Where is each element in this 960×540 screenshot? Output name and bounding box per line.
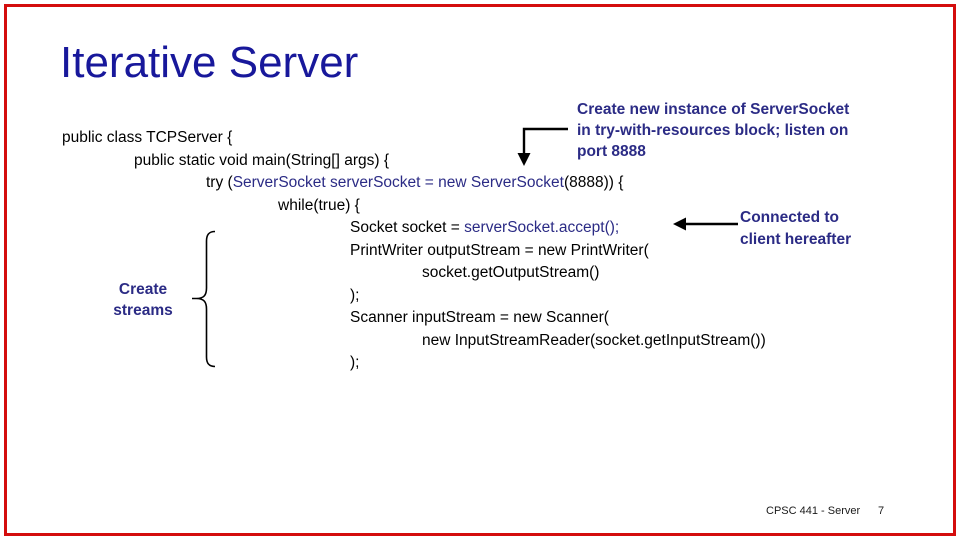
code-line: Scanner inputStream = new Scanner( xyxy=(62,307,782,330)
footer-course-label: CPSC 441 - Server xyxy=(766,505,861,517)
code-line: new InputStreamReader(socket.getInputStr… xyxy=(62,330,782,353)
code-segment: (8888)) { xyxy=(563,174,624,191)
code-line: public class TCPServer { xyxy=(62,127,782,150)
footer-page-number: 7 xyxy=(878,505,885,517)
code-segment: while(true) { xyxy=(278,196,360,214)
code-line: Socket socket = serverSocket.accept(); xyxy=(62,217,782,240)
callout-line: Create xyxy=(118,281,168,298)
callout-line: Create new instance of ServerSocket xyxy=(577,101,850,118)
code-line: ); xyxy=(62,352,782,375)
code-segment: public class TCPServer { xyxy=(62,129,233,146)
callout-connected-note: Connected to client hereafter xyxy=(740,207,851,251)
code-line: while(true) { xyxy=(62,195,782,218)
code-segment: serverSocket.accept(); xyxy=(464,219,620,236)
code-segment: public static void main(String[] args) { xyxy=(134,151,389,169)
code-segment: Socket socket = xyxy=(350,219,465,236)
callout-line: streams xyxy=(113,302,173,319)
callout-line: Connected to xyxy=(740,209,840,226)
code-line: ); xyxy=(62,285,782,308)
code-line: try (ServerSocket serverSocket = new Ser… xyxy=(62,172,782,195)
code-segment: new InputStreamReader(socket.getInputStr… xyxy=(422,331,766,349)
code-segment: Scanner inputStream = new Scanner( xyxy=(350,309,609,326)
callout-serversocket-note: Create new instance of ServerSocket in t… xyxy=(577,99,849,162)
code-segment: socket.getOutputStream() xyxy=(422,264,600,281)
callout-line: port 8888 xyxy=(577,143,646,160)
callout-line: in try-with-resources block; listen on xyxy=(577,122,849,139)
code-line: socket.getOutputStream() xyxy=(62,262,782,285)
code-segment: ServerSocket serverSocket = new ServerSo… xyxy=(232,174,564,191)
code-line: PrintWriter outputStream = new PrintWrit… xyxy=(62,240,782,263)
code-segment: PrintWriter outputStream = new PrintWrit… xyxy=(350,241,649,259)
code-line: public static void main(String[] args) { xyxy=(62,150,782,173)
callout-line: client hereafter xyxy=(740,231,852,248)
code-segment: try ( xyxy=(206,174,233,191)
code-segment: ); xyxy=(350,286,360,304)
page-title: Iterative Server xyxy=(60,38,359,87)
code-block: public class TCPServer { public static vo… xyxy=(62,127,782,375)
callout-create-streams-label: Create streams xyxy=(100,279,186,321)
code-segment: ); xyxy=(350,354,360,371)
